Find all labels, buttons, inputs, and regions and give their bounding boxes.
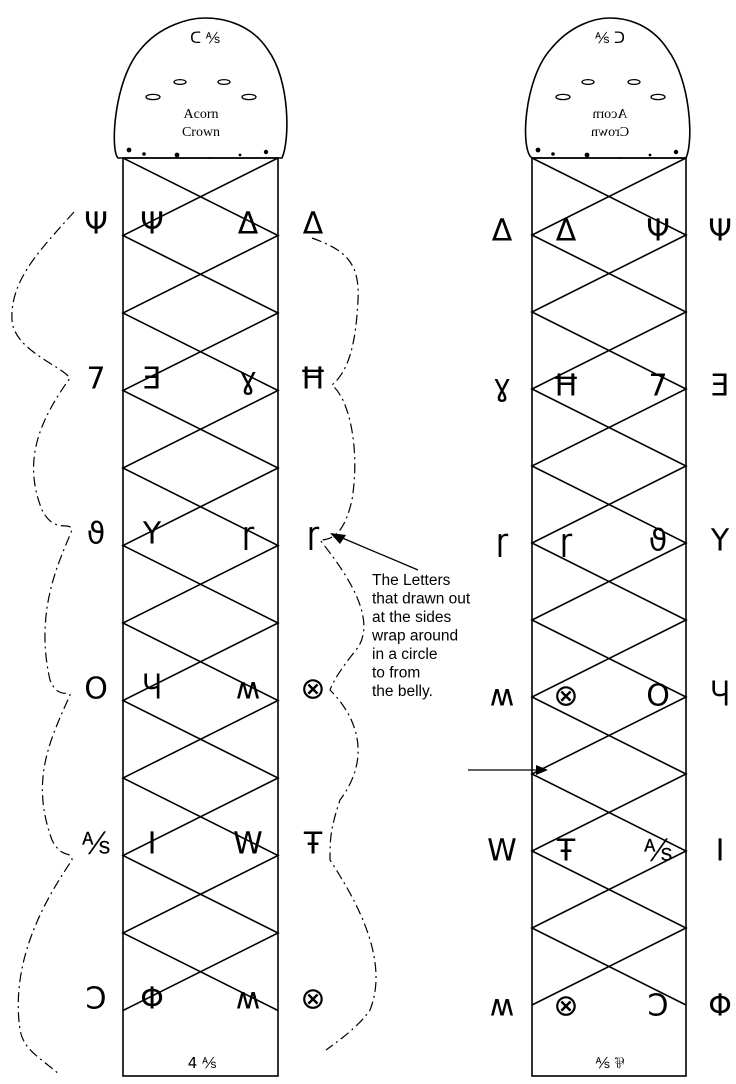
annotation-line-4: wrap around bbox=[371, 628, 458, 645]
left-bottom-mark: 4 ⅍ bbox=[188, 1054, 216, 1072]
right-rune-r4-c2: ⊗ bbox=[553, 679, 578, 714]
right-lattice bbox=[532, 158, 686, 1005]
right-crown-top-mark: ⅍ ᑐ bbox=[595, 29, 625, 47]
left-rune-r6-c1: Ɔ bbox=[85, 982, 106, 1017]
right-rune-r6-c4: Φ bbox=[708, 989, 732, 1024]
right-rune-r1-c2: Δ bbox=[556, 214, 577, 249]
annotation-arrow-upper bbox=[340, 537, 418, 570]
right-lattice-zigzag-b bbox=[532, 158, 686, 1005]
annotation-line-5: in a circle bbox=[372, 646, 437, 663]
left-rune-r6-c3: ʍ bbox=[236, 982, 261, 1017]
right-crown-label-1: Acorn bbox=[593, 107, 628, 122]
right-rune-r2-c2: Ħ bbox=[552, 369, 579, 404]
annotation-line-3: at the sides bbox=[372, 609, 452, 626]
left-rune-r3-c2: Υ bbox=[142, 517, 162, 552]
left-rune-r4-c4: ⊗ bbox=[300, 672, 325, 707]
left-rune-r2-c4: Ħ bbox=[299, 362, 326, 397]
left-rune-r1-c2: Ψ bbox=[140, 207, 164, 242]
right-rune-r3-c1: ɼ bbox=[496, 524, 509, 559]
right-rune-r1-c4: Ψ bbox=[708, 214, 732, 249]
left-rune-r4-c1: O bbox=[84, 672, 108, 707]
right-column: ⅍ ᑐ Acorn Crown Δ Δ Ψ Ψɣ Ħ 7 Ǝɼ ɼ ϑ Υʍ ⊗ O Ⴗ W Ŧ ⅍ Iʍ ⊗ Ɔ Φ… bbox=[487, 18, 732, 1076]
right-rune-r1-c1: Δ bbox=[492, 214, 513, 249]
annotation-arrowhead-upper bbox=[330, 533, 346, 544]
right-rune-r3-c3: ϑ bbox=[649, 524, 668, 559]
left-rune-r3-c3: ɼ bbox=[242, 517, 255, 552]
left-lattice-zigzag-b bbox=[123, 158, 278, 1011]
left-crown-label-2: Crown bbox=[182, 125, 220, 140]
left-rune-r1-c1: Ψ bbox=[84, 207, 108, 242]
right-crown-label-2: Crown bbox=[591, 125, 629, 140]
right-runes: Δ Δ Ψ Ψɣ Ħ 7 Ǝɼ ɼ ϑ Υʍ ⊗ O Ⴗ W Ŧ ⅍ Iʍ ⊗ Ɔ Φ bbox=[487, 214, 732, 1024]
right-crown-mirrored-label: Acorn Crown bbox=[591, 107, 629, 140]
right-rune-r2-c3: 7 bbox=[648, 369, 667, 404]
left-rune-r2-c3: ɣ bbox=[239, 362, 257, 397]
left-rune-r5-c1: ⅍ bbox=[82, 827, 110, 862]
left-crown-top-mark: ᑕ ⅍ bbox=[190, 29, 220, 47]
right-rune-r4-c1: ʍ bbox=[490, 679, 515, 714]
left-rune-r6-c2: Φ bbox=[140, 982, 164, 1017]
left-crown-eyes bbox=[146, 80, 256, 100]
left-rune-r5-c2: I bbox=[148, 827, 157, 862]
right-rune-r5-c4: I bbox=[716, 834, 725, 869]
left-rune-r2-c2: Ǝ bbox=[143, 362, 162, 397]
right-rune-r6-c2: ⊗ bbox=[553, 989, 578, 1024]
annotation-line-1: The Letters bbox=[372, 572, 451, 589]
left-strip bbox=[123, 158, 278, 1076]
right-rune-r2-c4: Ǝ bbox=[711, 369, 730, 404]
right-rune-r4-c4: Ⴗ bbox=[711, 679, 730, 714]
right-rune-r6-c1: ʍ bbox=[490, 989, 515, 1024]
left-rune-r3-c1: ϑ bbox=[87, 517, 106, 552]
left-lattice bbox=[123, 158, 278, 1011]
right-rune-r4-c3: O bbox=[646, 679, 670, 714]
annotation-line-6: to from bbox=[372, 665, 420, 682]
left-crown-label-1: Acorn bbox=[184, 107, 219, 122]
left-rune-r5-c3: W bbox=[233, 827, 263, 862]
right-rune-r2-c1: ɣ bbox=[493, 369, 511, 404]
left-rune-r6-c4: ⊗ bbox=[300, 982, 325, 1017]
left-inner-wrap-line bbox=[312, 238, 376, 1050]
left-rune-r2-c1: 7 bbox=[86, 362, 105, 397]
right-crown-eyes bbox=[556, 80, 665, 100]
right-rune-r5-c1: W bbox=[487, 834, 517, 869]
left-rune-r4-c2: Ⴗ bbox=[143, 672, 162, 707]
left-rune-r4-c3: ʍ bbox=[236, 672, 261, 707]
right-rune-r3-c2: ɼ bbox=[560, 524, 573, 559]
right-rune-r5-c2: Ŧ bbox=[556, 834, 576, 869]
left-rune-r3-c4: ɼ bbox=[307, 517, 320, 552]
annotation-line-7: the belly. bbox=[372, 683, 433, 700]
right-strip bbox=[532, 158, 686, 1076]
left-rune-r5-c4: Ŧ bbox=[303, 827, 323, 862]
right-rune-r1-c3: Ψ bbox=[646, 214, 670, 249]
right-bottom-mark: ⅍ ⅌ bbox=[596, 1054, 625, 1072]
left-rune-r1-c4: Δ bbox=[303, 207, 324, 242]
right-rune-r5-c3: ⅍ bbox=[644, 834, 672, 869]
right-rune-r3-c4: Υ bbox=[710, 524, 730, 559]
annotation-line-2: that drawn out bbox=[372, 591, 471, 608]
left-outer-wrap-line bbox=[12, 212, 74, 1075]
left-rune-r1-c3: Δ bbox=[238, 207, 259, 242]
right-rune-r6-c3: Ɔ bbox=[647, 989, 668, 1024]
